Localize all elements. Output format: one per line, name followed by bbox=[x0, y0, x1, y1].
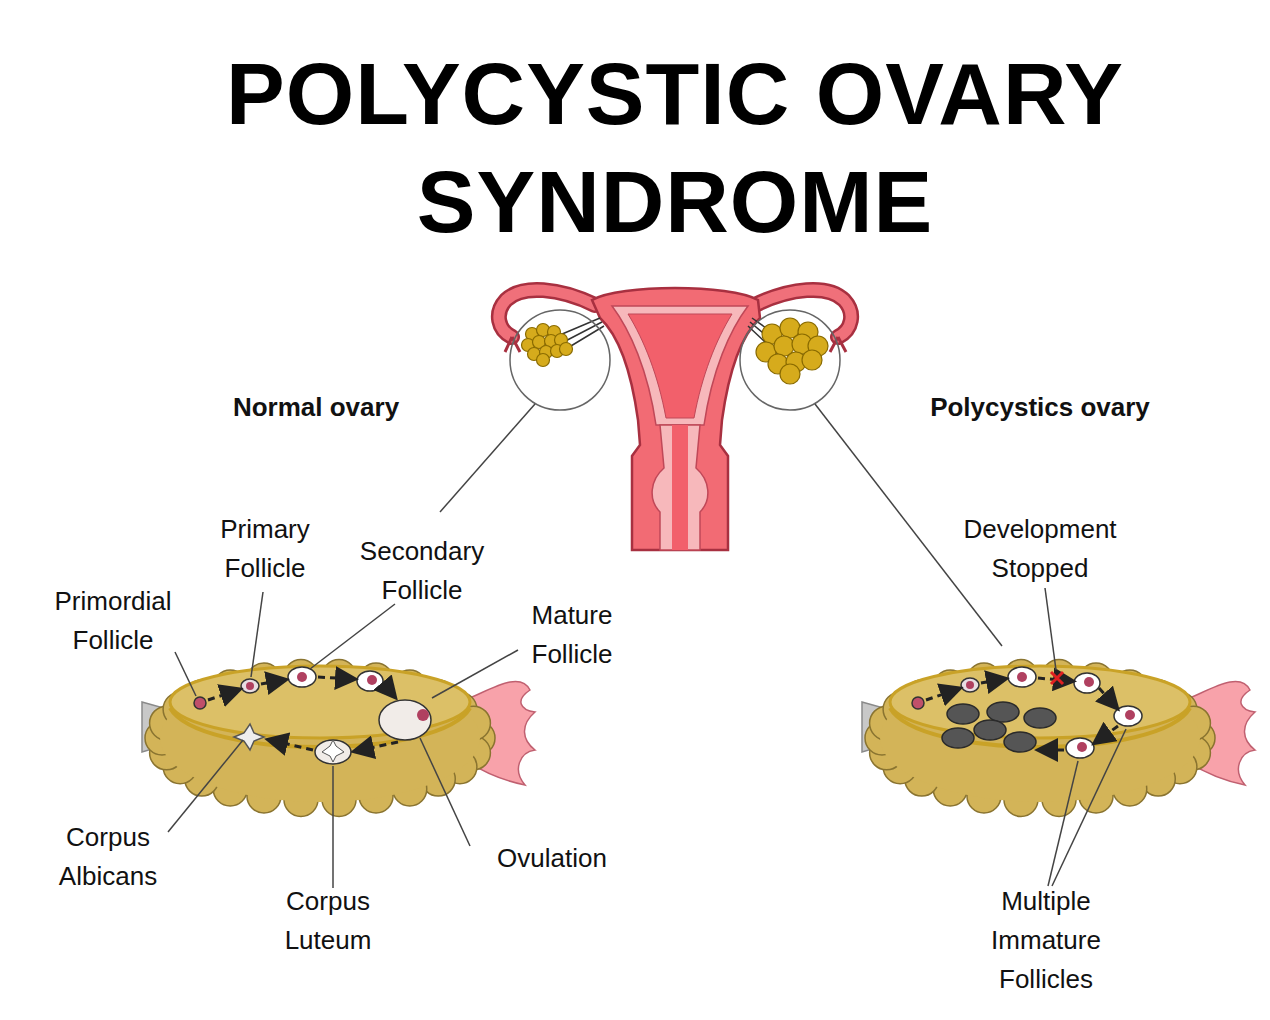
leader-lines bbox=[168, 592, 518, 888]
part-label: Primary Follicle bbox=[190, 510, 340, 588]
zoom-circle bbox=[740, 310, 840, 410]
part-label: Secondary Follicle bbox=[347, 532, 497, 610]
uterus bbox=[499, 288, 851, 550]
small-polycystic-ovary bbox=[756, 318, 828, 384]
part-label: Multiple Immature Follicles bbox=[966, 882, 1126, 999]
part-label: Development Stopped bbox=[945, 510, 1135, 588]
zoom-leader bbox=[440, 404, 535, 512]
view-heading: Normal ovary bbox=[166, 388, 466, 427]
stop-mark bbox=[1051, 672, 1063, 684]
ovary-cyst bbox=[537, 354, 550, 367]
ovary-cyst bbox=[780, 364, 800, 384]
polycystic-ovary bbox=[862, 659, 1255, 816]
normal-ovary bbox=[142, 659, 535, 816]
immature-follicles bbox=[912, 667, 1142, 758]
part-label: Ovulation bbox=[462, 839, 642, 878]
part-label: Corpus Albicans bbox=[38, 818, 178, 896]
small-normal-ovary bbox=[522, 324, 573, 367]
part-label: Corpus Luteum bbox=[258, 882, 398, 960]
part-label: Primordial Follicle bbox=[38, 582, 188, 660]
ovary-cyst bbox=[802, 350, 822, 370]
part-label: Mature Follicle bbox=[502, 596, 642, 674]
title: POLYCYSTIC OVARY SYNDROME bbox=[195, 40, 1155, 256]
leader-lines bbox=[1045, 588, 1126, 886]
ovary-cyst bbox=[560, 343, 573, 356]
zoom-circle bbox=[510, 310, 610, 410]
view-heading: Polycystics ovary bbox=[875, 388, 1205, 427]
follicle-cycle bbox=[194, 667, 431, 764]
